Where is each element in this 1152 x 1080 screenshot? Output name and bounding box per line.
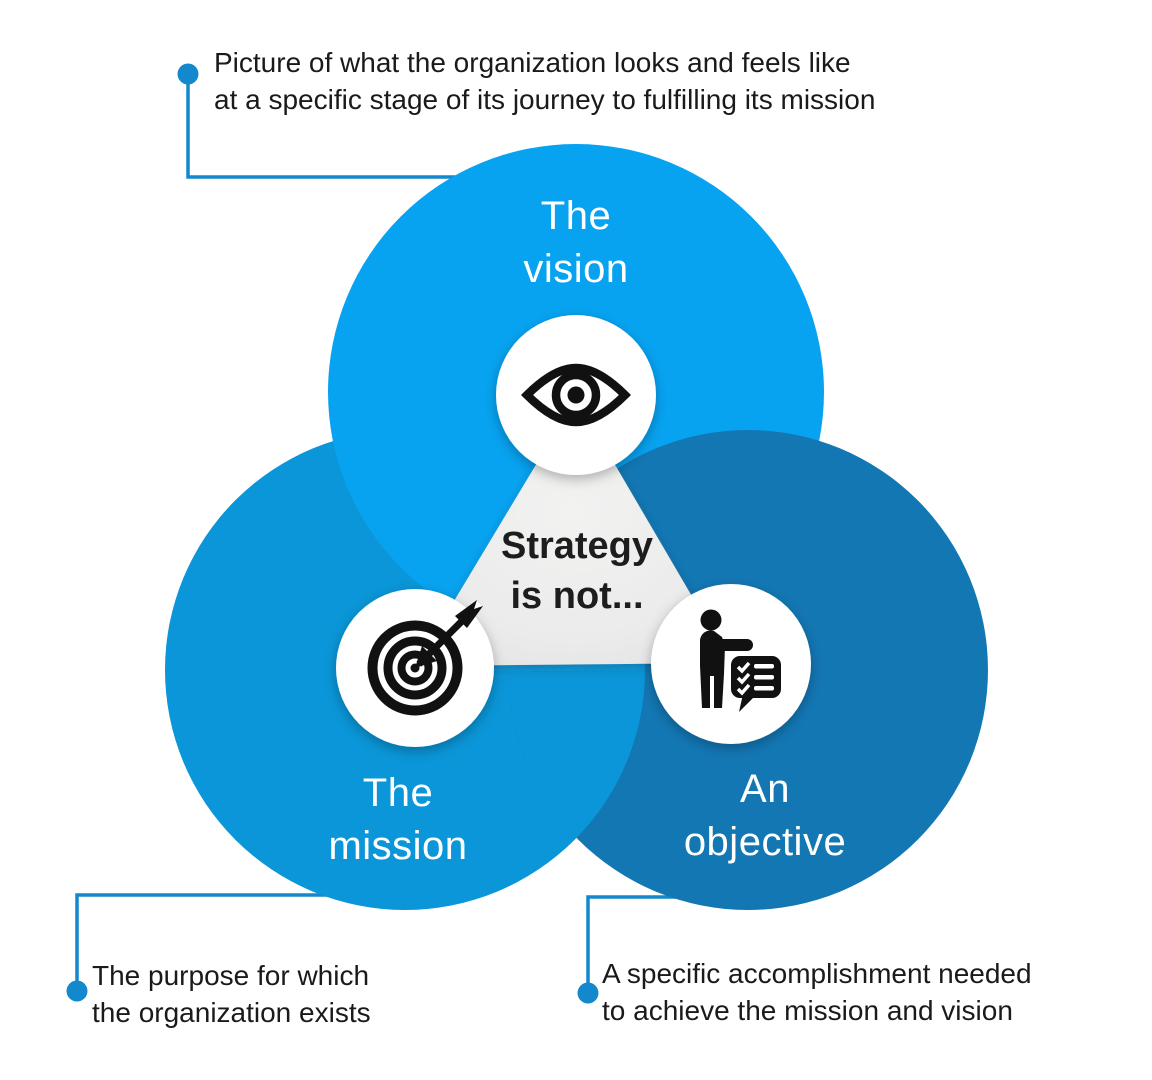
mission-circle-label: The mission bbox=[328, 771, 468, 868]
objective-connector bbox=[577, 895, 700, 1004]
vision-circle-label: The vision bbox=[523, 194, 629, 291]
vision-connector-dot bbox=[177, 63, 199, 85]
vision-connector bbox=[177, 63, 470, 179]
person-checklist-icon bbox=[700, 609, 781, 712]
mission-connector bbox=[66, 893, 360, 1002]
mission-connector-dot bbox=[66, 980, 88, 1002]
center-triangle bbox=[415, 398, 731, 666]
mission-annotation: The purpose for which the organization e… bbox=[92, 960, 371, 1028]
center-title: Strategy is not... bbox=[500, 525, 654, 617]
eye-icon bbox=[520, 363, 632, 427]
annotation-connectors bbox=[66, 63, 700, 1004]
vision-annotation: Picture of what the organization looks a… bbox=[214, 47, 876, 115]
target-icon bbox=[367, 600, 483, 716]
objective-icon-badge bbox=[651, 584, 811, 744]
objective-circle-label: An objective bbox=[683, 767, 847, 864]
objective-annotation: A specific accomplishment needed to achi… bbox=[602, 958, 1032, 1026]
objective-connector-dot bbox=[577, 982, 599, 1004]
